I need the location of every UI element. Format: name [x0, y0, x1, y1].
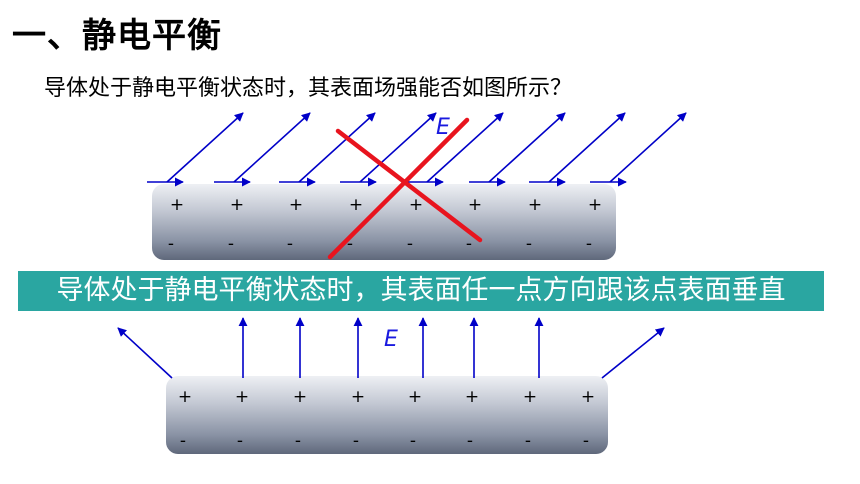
slanted-field-arrow [233, 112, 311, 183]
negative-charge: - [295, 431, 301, 451]
positive-charge: + [465, 387, 479, 407]
positive-charge: + [178, 387, 192, 407]
positive-charge: + [235, 387, 249, 407]
negative-charge: - [228, 234, 234, 254]
top-conductor [152, 184, 616, 260]
positive-charge: + [351, 387, 365, 407]
positive-charge: + [523, 387, 537, 407]
positive-charge: + [230, 195, 244, 215]
positive-charge: + [409, 195, 423, 215]
negative-charge: - [180, 431, 186, 451]
positive-charge: + [349, 195, 363, 215]
positive-charge: + [289, 195, 303, 215]
positive-charge: + [170, 195, 184, 215]
positive-charge: + [528, 195, 542, 215]
negative-charge: - [467, 431, 473, 451]
positive-charge: + [581, 387, 595, 407]
question-text: 导体处于静电平衡状态时，其表面场强能否如图所示？ [44, 76, 573, 101]
slanted-field-arrow [298, 112, 376, 183]
slanted-field-arrow [166, 112, 244, 183]
negative-charge: - [410, 431, 416, 451]
positive-charge: + [468, 195, 482, 215]
top-field-label: E [436, 115, 450, 140]
negative-charge: - [407, 234, 413, 254]
negative-charge: - [466, 234, 472, 254]
bottom-field-label: E [384, 327, 398, 352]
positive-charge: + [293, 387, 307, 407]
bottom-negative-charges: -------- [180, 431, 589, 451]
bottom-field-lines [117, 317, 665, 379]
negative-charge: - [168, 234, 174, 254]
negative-charge: - [526, 234, 532, 254]
end-field-arrow [601, 327, 665, 379]
conclusion-banner: 导体处于静电平衡状态时，其表面任一点方向跟该点表面垂直 [18, 271, 824, 311]
positive-charge: + [588, 195, 602, 215]
wrong-cross-mark [327, 117, 483, 260]
negative-charge: - [583, 431, 589, 451]
negative-charge: - [586, 234, 592, 254]
slanted-field-arrow [426, 112, 504, 183]
bottom-conductor [166, 376, 608, 454]
slanted-field-arrow [548, 112, 626, 183]
page-title: 一、静电平衡 [12, 16, 222, 56]
positive-charge: + [408, 387, 422, 407]
end-field-arrow [117, 327, 173, 379]
negative-charge: - [287, 234, 293, 254]
negative-charge: - [237, 431, 243, 451]
negative-charge: - [353, 431, 359, 451]
bottom-positive-charges: + + + + + + + + [178, 387, 595, 407]
negative-charge: - [347, 234, 353, 254]
slanted-field-arrow [359, 112, 437, 183]
negative-charge: - [525, 431, 531, 451]
top-field-lines [147, 112, 687, 187]
slanted-field-arrow [488, 112, 566, 183]
top-positive-charges: + + + + + + + + [170, 195, 602, 215]
top-negative-charges: -------- [168, 234, 592, 254]
slanted-field-arrow [609, 112, 687, 183]
